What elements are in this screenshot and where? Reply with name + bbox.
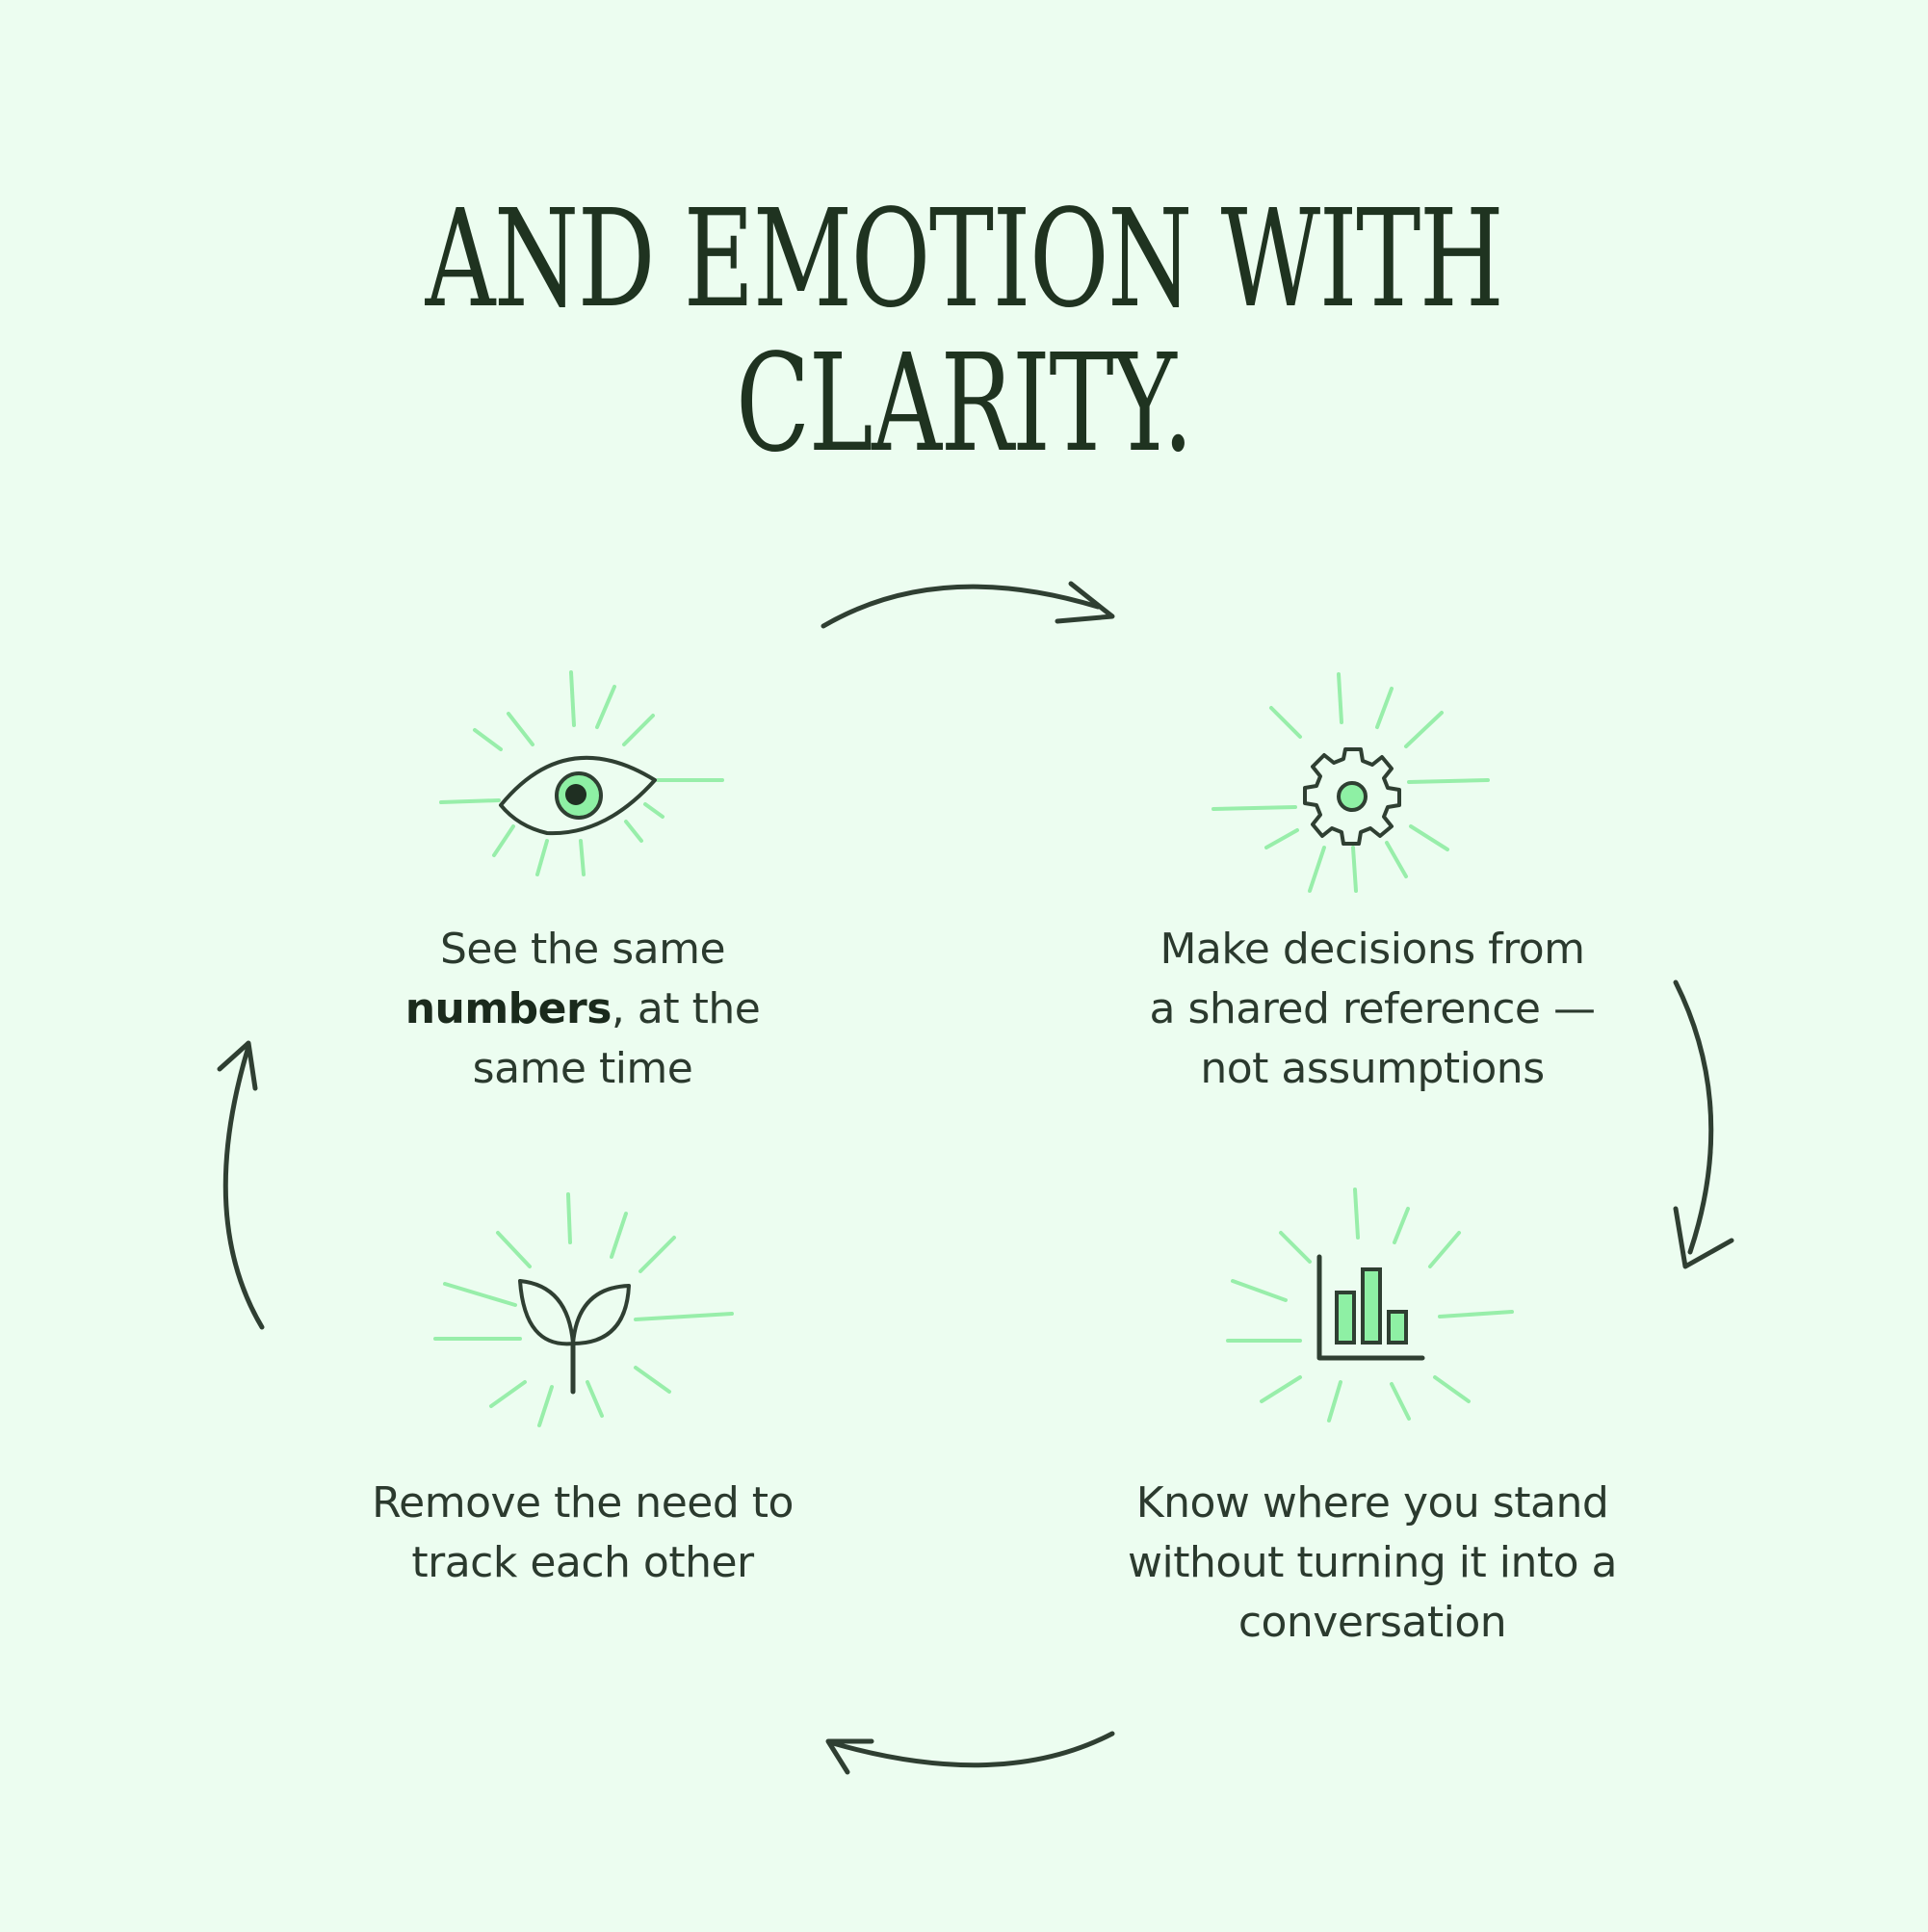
caption-emphasis: numbers	[404, 984, 612, 1033]
caption-line: See the same	[439, 925, 726, 974]
caption-know-where: Know where you stand without turning it …	[1083, 1474, 1661, 1653]
caption-line: a shared reference —	[1149, 984, 1596, 1033]
caption-line: track each other	[411, 1538, 754, 1587]
bar-chart-icon	[1226, 1188, 1514, 1423]
eye-icon	[439, 670, 724, 876]
caption-text: , at the	[611, 984, 761, 1033]
sprout-icon	[433, 1192, 734, 1427]
caption-make-decisions: Make decisions from a shared reference —…	[1083, 920, 1661, 1099]
arrow-bottom	[825, 1731, 1115, 1775]
caption-line: Remove the need to	[372, 1478, 794, 1527]
arrow-top	[821, 581, 1115, 629]
caption-line: Know where you stand	[1135, 1478, 1609, 1527]
caption-line: not assumptions	[1200, 1044, 1545, 1093]
caption-see-numbers: See the same numbers, at the same time	[342, 920, 823, 1099]
caption-line: same time	[472, 1044, 693, 1093]
page-title: AND EMOTION WITH CLARITY.	[425, 181, 1504, 483]
caption-line: numbers, at the	[342, 979, 823, 1039]
arrow-left	[217, 1040, 265, 1330]
caption-line: conversation	[1238, 1598, 1507, 1647]
caption-remove-need: Remove the need to track each other	[327, 1474, 838, 1593]
gear-icon	[1212, 672, 1490, 893]
caption-line: without turning it into a	[1128, 1538, 1617, 1587]
caption-line: Make decisions from	[1159, 925, 1585, 974]
arrow-right	[1673, 979, 1734, 1269]
